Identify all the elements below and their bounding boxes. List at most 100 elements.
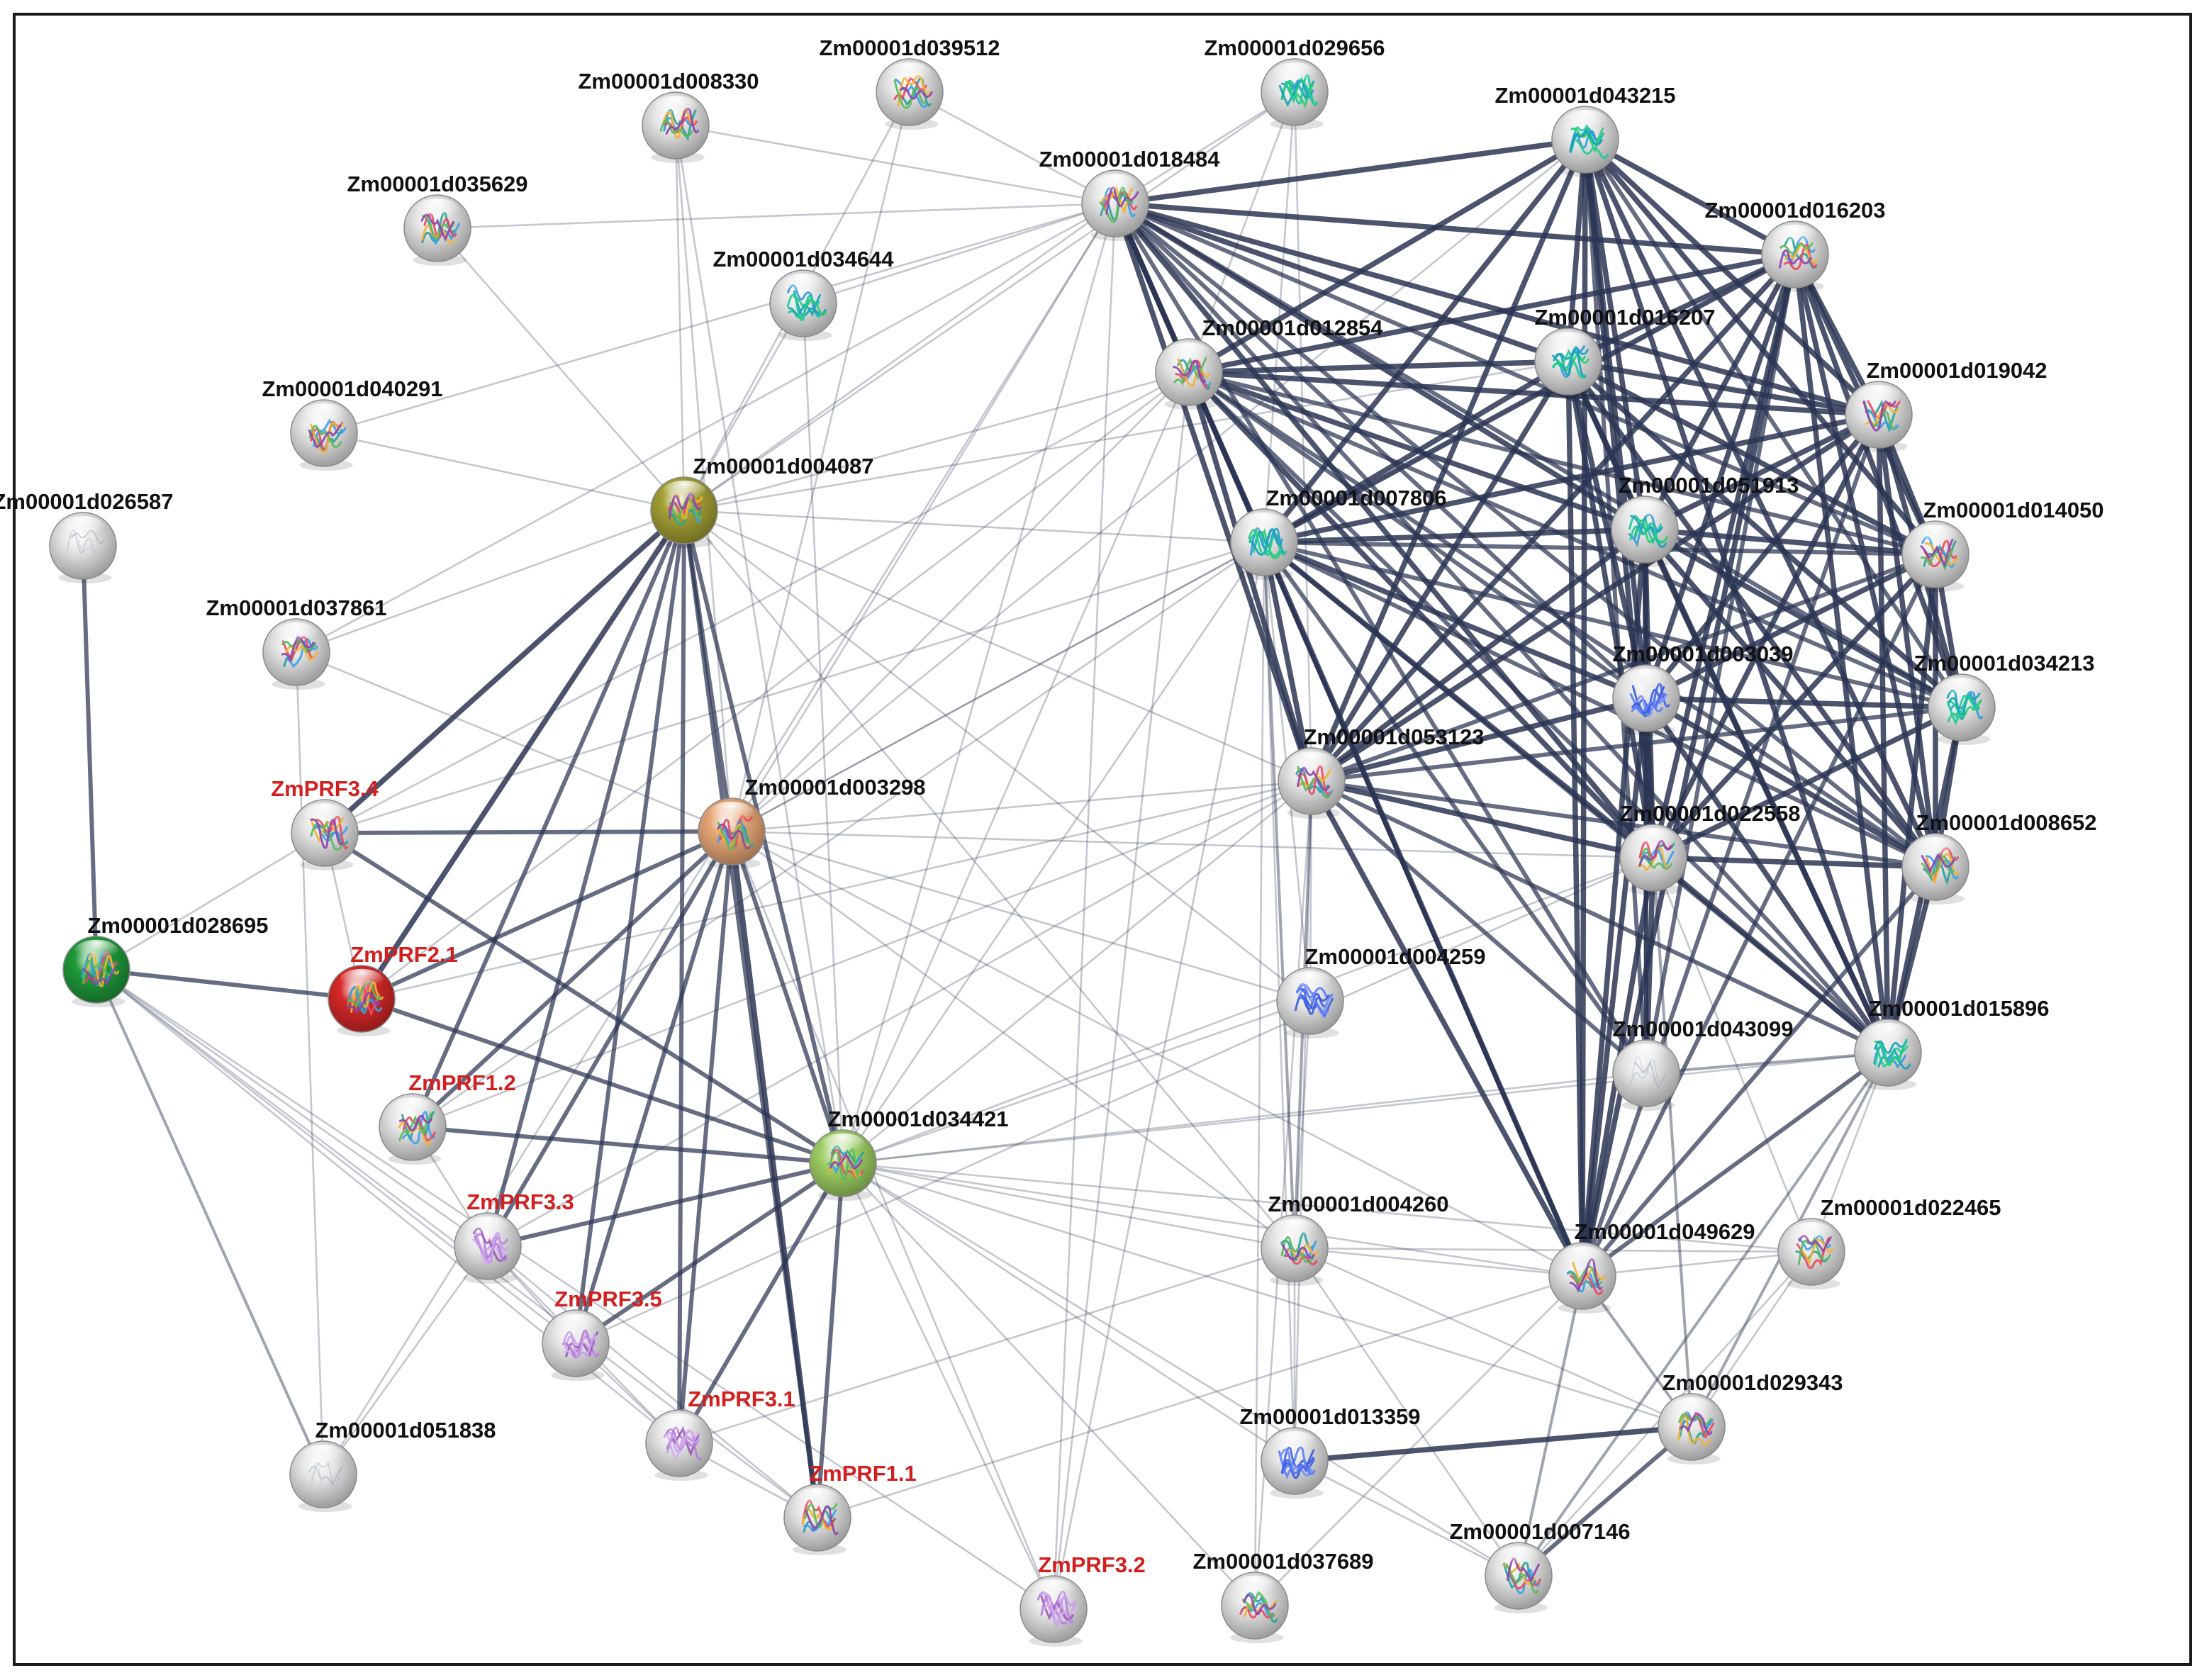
edge-n17-n30[interactable] xyxy=(1885,551,1938,1055)
edge-n13-n6[interactable] xyxy=(436,227,686,512)
edge-n41-n43[interactable] xyxy=(1293,1460,1520,1577)
edge-n10-n25[interactable] xyxy=(1565,359,1938,870)
edge-n32-n31[interactable] xyxy=(410,1125,845,1165)
edge-n11-n35[interactable] xyxy=(1580,413,1881,1278)
edge-n32-n43[interactable] xyxy=(842,1162,1520,1577)
edge-n32-n28[interactable] xyxy=(842,999,1312,1165)
edge-n32-n45[interactable] xyxy=(842,1162,1256,1607)
edge-n21-n24[interactable] xyxy=(1309,778,1656,861)
node-zmprf1-1[interactable]: ZmPRF1.1 xyxy=(783,1461,917,1555)
edge-n23-n38[interactable] xyxy=(677,829,734,1445)
node-zmprf3-2[interactable]: ZmPRF3.2 xyxy=(1019,1552,1146,1647)
edge-n23-n33[interactable] xyxy=(486,829,734,1248)
edge-n32-n22[interactable] xyxy=(323,831,845,1165)
node-zm00001d022558[interactable]: Zm00001d022558 xyxy=(1619,801,1801,895)
edge-n13-n21[interactable] xyxy=(683,509,1313,783)
node-zm00001d014050[interactable]: Zm00001d014050 xyxy=(1901,498,2104,592)
node-zmprf3-1[interactable]: ZmPRF3.1 xyxy=(645,1387,795,1481)
edge-n4-n25[interactable] xyxy=(1582,137,1938,870)
edge-n34-n28[interactable] xyxy=(1293,999,1312,1250)
node-zm00001d018484[interactable]: Zm00001d018484 xyxy=(1039,147,1220,241)
edge-n32-n27[interactable] xyxy=(359,997,845,1165)
edge-n4-n35[interactable] xyxy=(1580,137,1588,1279)
edge-n32-n9[interactable] xyxy=(842,371,1190,1165)
node-zmprf3-4[interactable]: ZmPRF3.4 xyxy=(271,776,379,870)
edge-n13-n5[interactable] xyxy=(683,202,1117,512)
node-zm00001d034644[interactable]: Zm00001d034644 xyxy=(713,247,894,341)
edge-n27-n9[interactable] xyxy=(360,371,1190,1000)
edge-n9-n30[interactable] xyxy=(1187,370,1890,1055)
edge-n31-n21[interactable] xyxy=(411,780,1313,1129)
edge-n32-n15[interactable] xyxy=(842,541,1265,1165)
node-zmprf3-3[interactable]: ZmPRF3.3 xyxy=(454,1189,574,1284)
edge-n23-n15[interactable] xyxy=(730,541,1265,833)
edge-n6-n5[interactable] xyxy=(436,202,1117,230)
edge-n24-n30[interactable] xyxy=(1650,855,1891,1055)
edge-n21-n25[interactable] xyxy=(1309,779,1938,869)
edge-n32-n24[interactable] xyxy=(842,856,1655,1165)
node-zm00001d035629[interactable]: Zm00001d035629 xyxy=(347,172,528,266)
edge-n36-n30[interactable] xyxy=(1810,1051,1889,1253)
edge-n26-n39[interactable] xyxy=(95,968,325,1476)
edge-n11-n16[interactable] xyxy=(1642,412,1882,532)
edge-n44-n5[interactable] xyxy=(1052,202,1117,1611)
edge-n13-n27[interactable] xyxy=(359,508,687,1002)
edge-n14-n26[interactable] xyxy=(81,544,99,972)
edge-n45-n35[interactable] xyxy=(1253,1275,1584,1607)
edge-n8-n16[interactable] xyxy=(1642,252,1798,532)
edge-n21-n8[interactable] xyxy=(1309,252,1798,784)
edge-n24-n20[interactable] xyxy=(1650,705,1965,861)
edge-n13-n28[interactable] xyxy=(683,509,1312,1002)
edge-n32-n36[interactable] xyxy=(842,1162,1813,1253)
edge-n23-n27[interactable] xyxy=(359,829,734,1001)
edge-n10-n11[interactable] xyxy=(1565,359,1882,418)
edge-n13-n38[interactable] xyxy=(677,508,686,1445)
edge-n39-n33[interactable] xyxy=(322,1245,489,1476)
edge-n23-n35[interactable] xyxy=(730,830,1584,1277)
edge-n15-n4[interactable] xyxy=(1261,137,1588,545)
edge-n15-n10[interactable] xyxy=(1261,359,1571,545)
edge-n4-n17[interactable] xyxy=(1582,137,1938,557)
edge-n34-n35[interactable] xyxy=(1293,1247,1584,1277)
edge-n13-n2[interactable] xyxy=(674,124,686,512)
edge-n15-n35[interactable] xyxy=(1261,539,1585,1279)
edge-n10-n17[interactable] xyxy=(1565,359,1938,557)
edge-n21-n16[interactable] xyxy=(1309,527,1648,784)
edge-n16-n35[interactable] xyxy=(1580,527,1648,1279)
edge-n5-n8[interactable] xyxy=(1112,201,1798,257)
node-zm00001d007806[interactable]: Zm00001d007806 xyxy=(1230,486,1447,580)
edge-n23-n31[interactable] xyxy=(410,829,734,1129)
node-zm00001d008652[interactable]: Zm00001d008652 xyxy=(1901,810,2097,905)
edge-n10-n35[interactable] xyxy=(1565,359,1585,1279)
edge-n32-n44[interactable] xyxy=(842,1162,1055,1611)
node-zm00001d039512[interactable]: Zm00001d039512 xyxy=(819,35,1000,130)
edge-n8-n30[interactable] xyxy=(1792,252,1891,1055)
edge-n34-n43[interactable] xyxy=(1293,1247,1520,1577)
edge-n9-n8[interactable] xyxy=(1186,252,1798,375)
edge-n32-n21[interactable] xyxy=(842,780,1313,1165)
node-zm00001d043099[interactable]: Zm00001d043099 xyxy=(1612,1017,1794,1111)
node-zmprf2-1[interactable]: ZmPRF2.1 xyxy=(328,942,458,1036)
edge-n21-n19[interactable] xyxy=(1309,695,1649,784)
edge-n9-n10[interactable] xyxy=(1186,359,1571,375)
edge-n23-n24[interactable] xyxy=(730,830,1655,859)
node-zm00001d016207[interactable]: Zm00001d016207 xyxy=(1534,305,1716,399)
edge-n17-n35[interactable] xyxy=(1580,552,1938,1278)
edge-n23-n5[interactable] xyxy=(730,202,1117,833)
edge-n32-n30[interactable] xyxy=(842,1051,1889,1165)
edge-n13-n34[interactable] xyxy=(683,509,1296,1250)
edge-n4-n20[interactable] xyxy=(1583,138,1964,710)
edge-n41-n40[interactable] xyxy=(1292,1424,1694,1464)
node-zmprf1-2[interactable]: ZmPRF1.2 xyxy=(379,1070,516,1165)
edge-n32-n2[interactable] xyxy=(674,124,844,1165)
edge-n13-n22[interactable] xyxy=(322,508,687,836)
edge-n21-n10[interactable] xyxy=(1309,359,1571,784)
edge-n32-n38[interactable] xyxy=(677,1161,845,1445)
edge-n23-n28[interactable] xyxy=(730,830,1312,1002)
edge-n32-n40[interactable] xyxy=(842,1162,1693,1428)
edge-n32-n7[interactable] xyxy=(802,302,844,1165)
edge-n26-n22[interactable] xyxy=(95,831,326,971)
edge-n19-n35[interactable] xyxy=(1580,695,1649,1279)
edge-n32-n37[interactable] xyxy=(574,1161,845,1345)
edge-n10-n20[interactable] xyxy=(1565,359,1965,710)
